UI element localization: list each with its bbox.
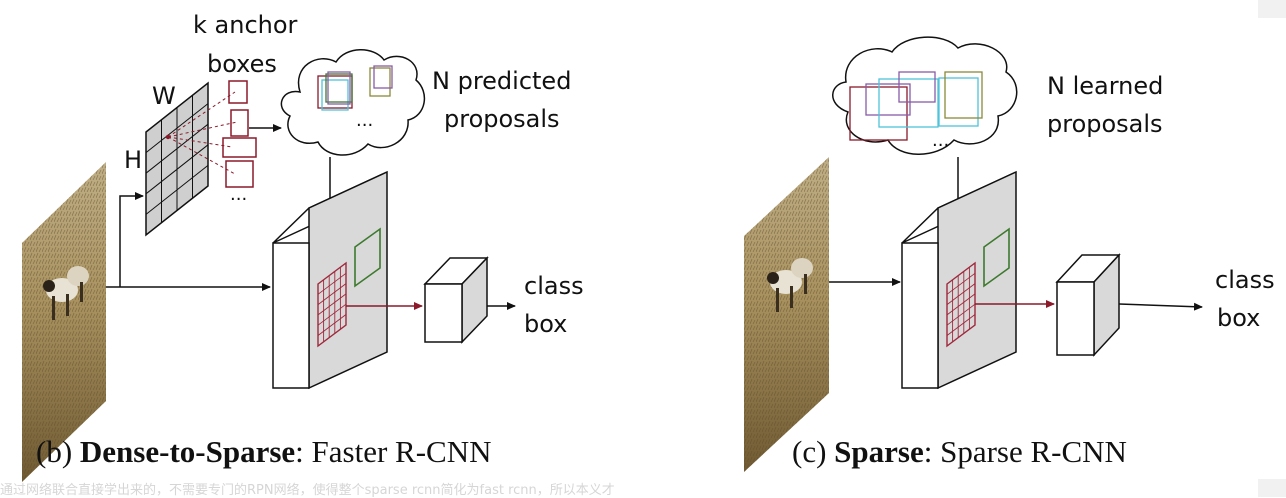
grid-height-label: H	[124, 146, 143, 174]
caption-c-bold: Sparse	[834, 434, 924, 469]
input-image-b	[22, 162, 106, 482]
anchor-ellipsis: ...	[230, 184, 247, 205]
arrow-image-to-grid	[119, 192, 144, 287]
grid-width-label: W	[152, 82, 176, 110]
caption-b: (b) Dense-to-Sparse: Faster R-CNN	[36, 434, 491, 470]
output-class-label-b: class	[524, 272, 584, 300]
output-box-label-c: box	[1217, 304, 1261, 332]
head-block-c	[1055, 253, 1121, 357]
anchor-label-line2: boxes	[207, 50, 277, 78]
caption-c: (c) Sparse: Sparse R-CNN	[792, 434, 1127, 470]
output-box-label-b: box	[524, 310, 568, 338]
proposal-cloud-c	[832, 36, 1018, 155]
learned-proposal-boxes	[849, 71, 983, 141]
caption-c-rest: : Sparse R-CNN	[923, 434, 1127, 469]
anchor-boxes	[167, 80, 257, 188]
roi-box-green-b	[354, 227, 381, 288]
backbone-block-b	[272, 170, 388, 390]
caption-b-bold: Dense-to-Sparse	[79, 434, 296, 469]
arrow-head-to-output-c	[1118, 302, 1203, 311]
roi-grid-b	[317, 261, 347, 348]
panel-b: ... ...	[22, 49, 516, 482]
head-block-b	[423, 256, 489, 344]
output-class-label-c: class	[1215, 266, 1275, 294]
predicted-proposals-label-line2: proposals	[444, 105, 560, 133]
roi-box-green-c	[983, 227, 1010, 288]
edge-tab-bottom	[1258, 479, 1286, 497]
edge-tab-top	[1258, 0, 1286, 18]
learned-proposals-label-line2: proposals	[1047, 110, 1163, 138]
proposal-cloud-b	[280, 49, 426, 156]
caption-b-rest: : Faster R-CNN	[295, 434, 492, 469]
cloud-ellipsis-b: ...	[356, 110, 373, 131]
cloud-ellipsis-c: ...	[932, 130, 949, 151]
caption-b-prefix: (b)	[36, 434, 80, 469]
caption-c-prefix: (c)	[792, 434, 835, 469]
learned-proposals-label-line1: N learned	[1047, 72, 1164, 100]
backbone-block-c	[901, 170, 1017, 390]
input-image-c	[744, 157, 829, 472]
roi-grid-c	[946, 261, 976, 348]
anchor-grid	[145, 81, 209, 237]
watermark-text: 通过网络联合直接学出来的，不需要专门的RPN网络，使得整个sparse rcnn…	[0, 483, 615, 498]
predicted-proposals-label-line1: N predicted	[432, 67, 572, 95]
anchor-label-line1: k anchor	[193, 11, 298, 39]
panel-c: ...	[744, 36, 1203, 472]
predicted-proposal-boxes	[317, 65, 393, 111]
